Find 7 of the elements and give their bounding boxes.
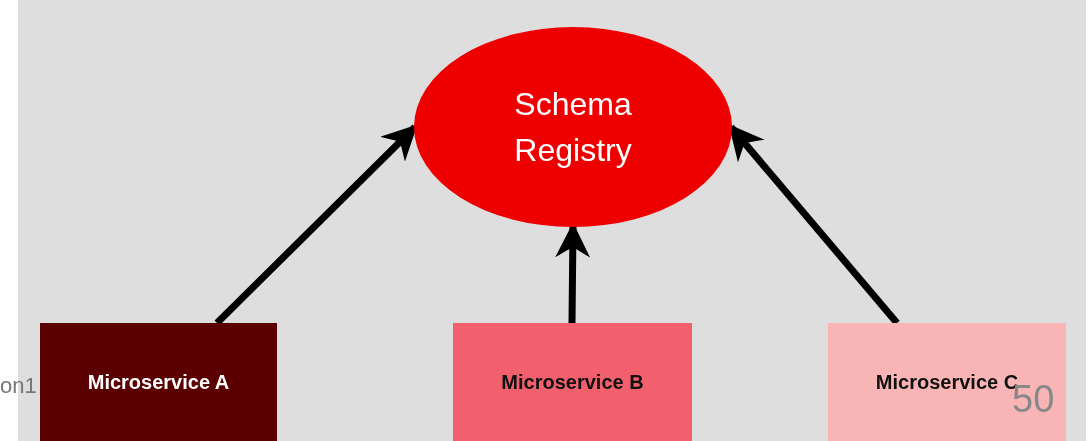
service-box [453, 323, 692, 441]
node-label: Microservice A [87, 370, 230, 395]
node-label: Schema Registry [513, 85, 633, 170]
footer-text: on1 [0, 372, 37, 400]
node-label: Microservice B [501, 370, 644, 395]
service-box [40, 323, 277, 441]
service-box [828, 323, 1066, 441]
